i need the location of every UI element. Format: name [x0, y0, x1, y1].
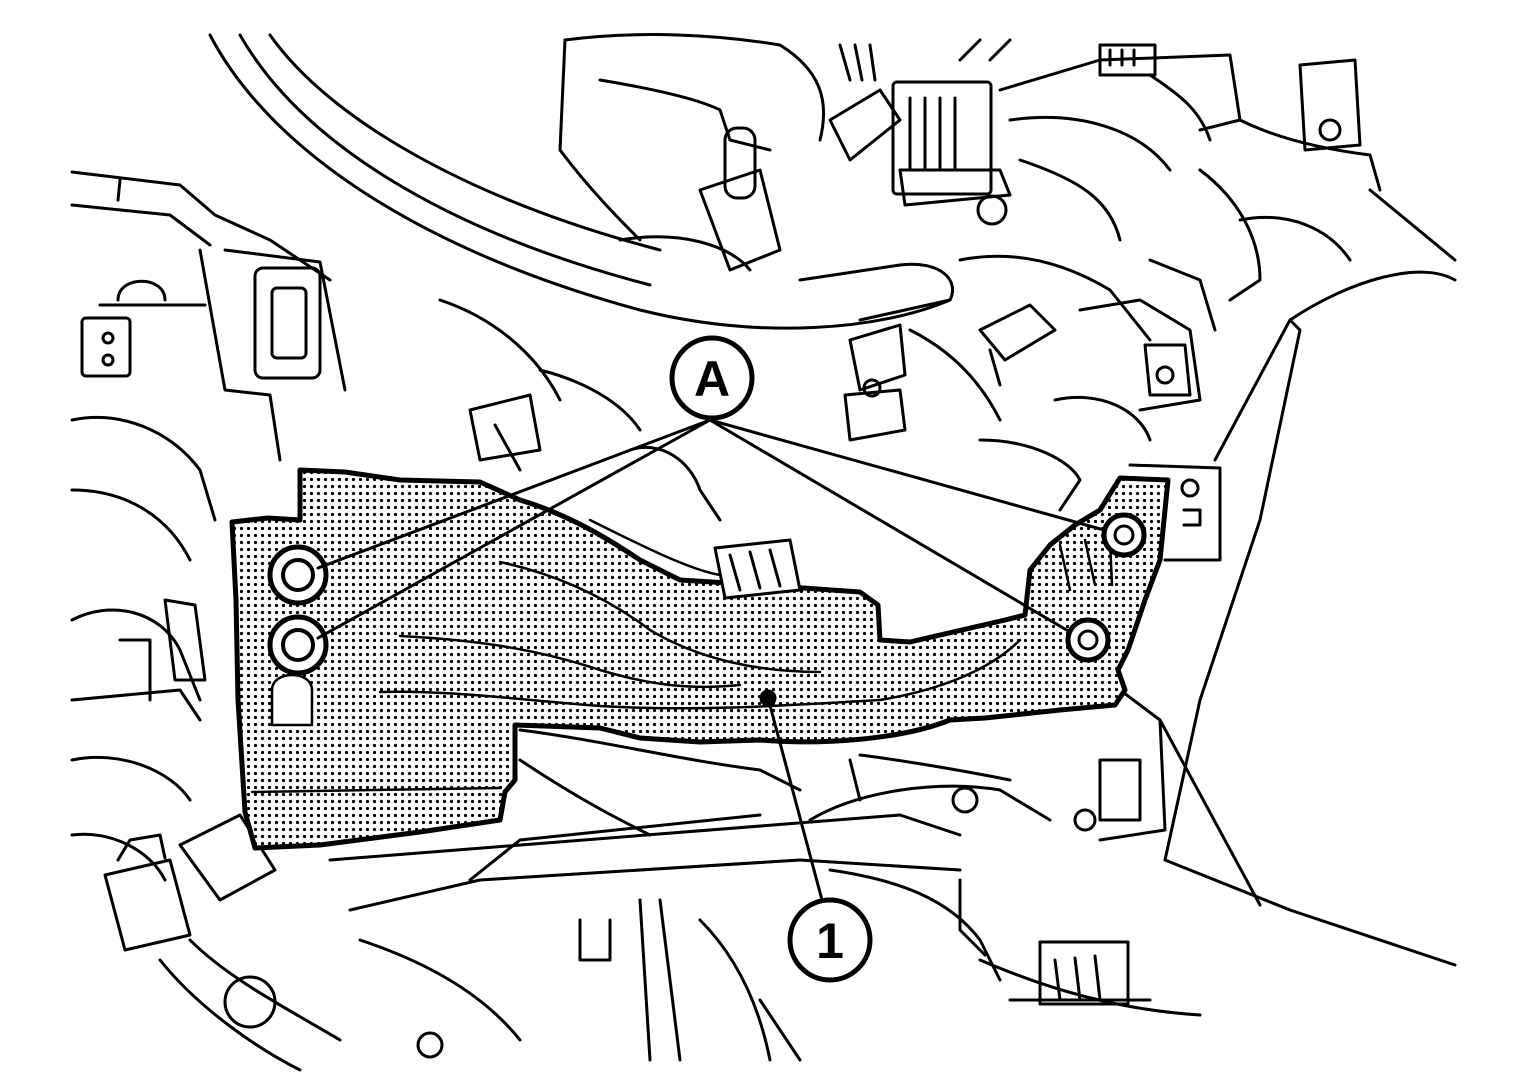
callout-a-label: A: [694, 351, 730, 407]
panel-outline: [229, 467, 1171, 851]
mount-hole-lower-right: [1065, 617, 1111, 663]
panel-component: [229, 467, 1171, 851]
mount-hole-lower-left: [267, 614, 329, 676]
harness-connector: [713, 538, 802, 600]
callout-one-label: 1: [816, 913, 844, 969]
leader-one: [766, 696, 824, 902]
callout-one: 1: [787, 897, 873, 983]
leader-a-lower-left: [316, 418, 712, 640]
callout-a: A: [669, 335, 755, 421]
mount-hole-upper-left: [267, 544, 329, 606]
leader-lines: [316, 418, 1106, 902]
leader-a-upper-right: [708, 418, 1106, 532]
leader-a-lower-right: [708, 418, 1072, 634]
mount-hole-upper-right: [1101, 512, 1147, 558]
leader-a-upper-left: [316, 418, 712, 570]
